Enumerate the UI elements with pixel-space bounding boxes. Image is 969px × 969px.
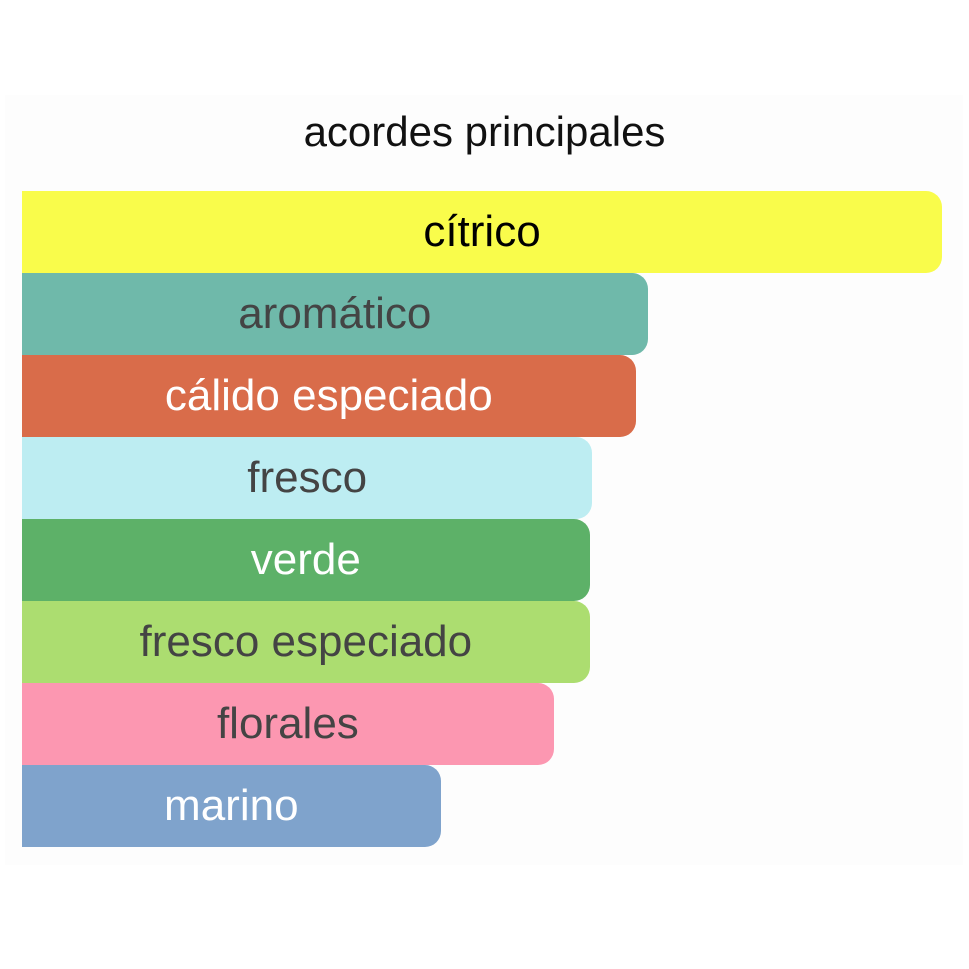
accord-label: fresco (247, 453, 368, 502)
accord-label: fresco especiado (139, 617, 473, 666)
accord-bar: marino (22, 765, 441, 847)
accord-bars: cítrico aromático cálido especiado fresco ve… (22, 191, 942, 847)
accord-label: verde (250, 535, 361, 584)
chart-title: acordes principales (303, 108, 666, 155)
accord-bar: florales (22, 683, 554, 765)
accord-bar: fresco especiado (22, 601, 590, 683)
accord-bar: cálido especiado (22, 355, 636, 437)
accord-label: marino (164, 781, 299, 830)
accord-label: cítrico (423, 207, 541, 256)
accord-label: aromático (238, 289, 432, 338)
accord-bar: aromático (22, 273, 648, 355)
accord-bar: fresco (22, 437, 593, 519)
accord-label: cálido especiado (164, 371, 493, 420)
accord-bar: cítrico (22, 191, 942, 273)
accord-label: florales (216, 699, 359, 748)
accord-bar: verde (22, 519, 590, 601)
